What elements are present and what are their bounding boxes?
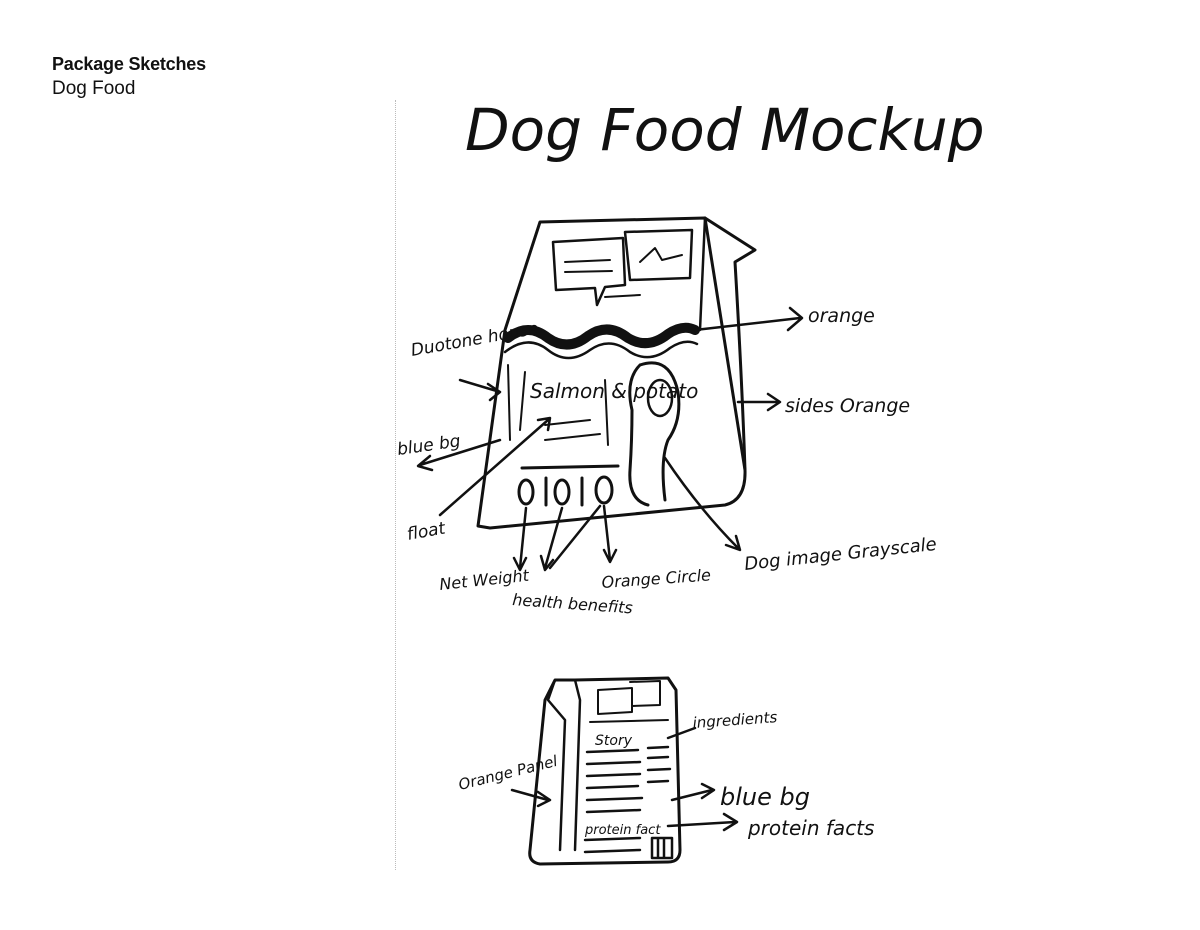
arrow-orange	[693, 306, 804, 332]
back-bag-outline	[528, 676, 682, 866]
circle-health-benefits	[553, 478, 571, 506]
back-bubbles	[597, 680, 661, 715]
front-bag-fold	[698, 216, 707, 332]
arrow-blue-bg	[416, 438, 502, 472]
sketch-heading: Dog Food Mockup	[465, 96, 985, 164]
label-dog-image-grayscale: Dog image Grayscale	[743, 534, 937, 575]
label-float: float	[405, 518, 448, 545]
front-bag-sketch: Salmon & potato Duotone house blue bg fl…	[396, 216, 938, 617]
label-story: Story	[595, 733, 633, 749]
arrow-health-2	[548, 504, 602, 570]
arrow-protein-facts	[666, 812, 739, 832]
back-bag-sketch: Story ingredients Orange Panel blue bg p…	[457, 676, 874, 866]
back-ingredient-lines	[646, 745, 672, 784]
food-image-lines	[507, 364, 609, 446]
label-duotone-house: Duotone house	[409, 319, 540, 361]
page-title: Package Sketches	[52, 54, 206, 74]
arrow-health-1	[539, 506, 564, 572]
page-subtitle: Dog Food	[52, 78, 136, 99]
arrow-sides	[736, 392, 782, 412]
label-orange: orange	[808, 305, 875, 327]
dog-ear	[646, 378, 674, 418]
label-ingredients: ingredients	[692, 708, 778, 732]
circle-orange	[594, 475, 614, 505]
label-back-blue-bg: blue bg	[720, 783, 810, 811]
label-orange-circle: Orange Circle	[601, 565, 712, 592]
arrow-orange-panel	[510, 788, 552, 808]
bubble-lines	[564, 247, 683, 298]
back-fact-lines	[583, 836, 642, 854]
back-story-lines	[585, 748, 644, 814]
label-salmon-potato: Salmon & potato	[530, 379, 698, 403]
label-protein-fact: protein fact	[584, 823, 661, 838]
arrow-net-weight	[512, 506, 528, 572]
speech-bubble-left	[551, 236, 627, 307]
speech-bubble-right	[623, 228, 694, 282]
arrow-float	[438, 416, 552, 517]
label-protein-facts: protein facts	[747, 816, 874, 840]
arrow-orange-circle	[602, 504, 618, 564]
circle-net-weight	[517, 478, 535, 506]
back-bag-side-panel	[546, 678, 582, 852]
label-sides-orange: sides Orange	[785, 395, 910, 417]
label-orange-panel: Orange Panel	[457, 752, 560, 794]
front-bag-side	[703, 216, 757, 472]
arrow-dog-image	[663, 456, 742, 552]
front-divider	[520, 464, 620, 470]
arrow-duotone	[458, 378, 502, 402]
wavy-band-lower	[503, 340, 699, 360]
arrow-back-blue-bg	[670, 782, 716, 802]
page-header: Package Sketches Dog Food	[52, 52, 206, 102]
dog-silhouette	[628, 361, 681, 507]
label-health-benefits: health benefits	[512, 590, 634, 617]
wavy-band	[503, 322, 700, 350]
paper-edge	[395, 100, 396, 870]
back-top-line	[589, 719, 669, 723]
arrow-ingredients	[666, 726, 697, 740]
back-barcode	[650, 836, 674, 860]
